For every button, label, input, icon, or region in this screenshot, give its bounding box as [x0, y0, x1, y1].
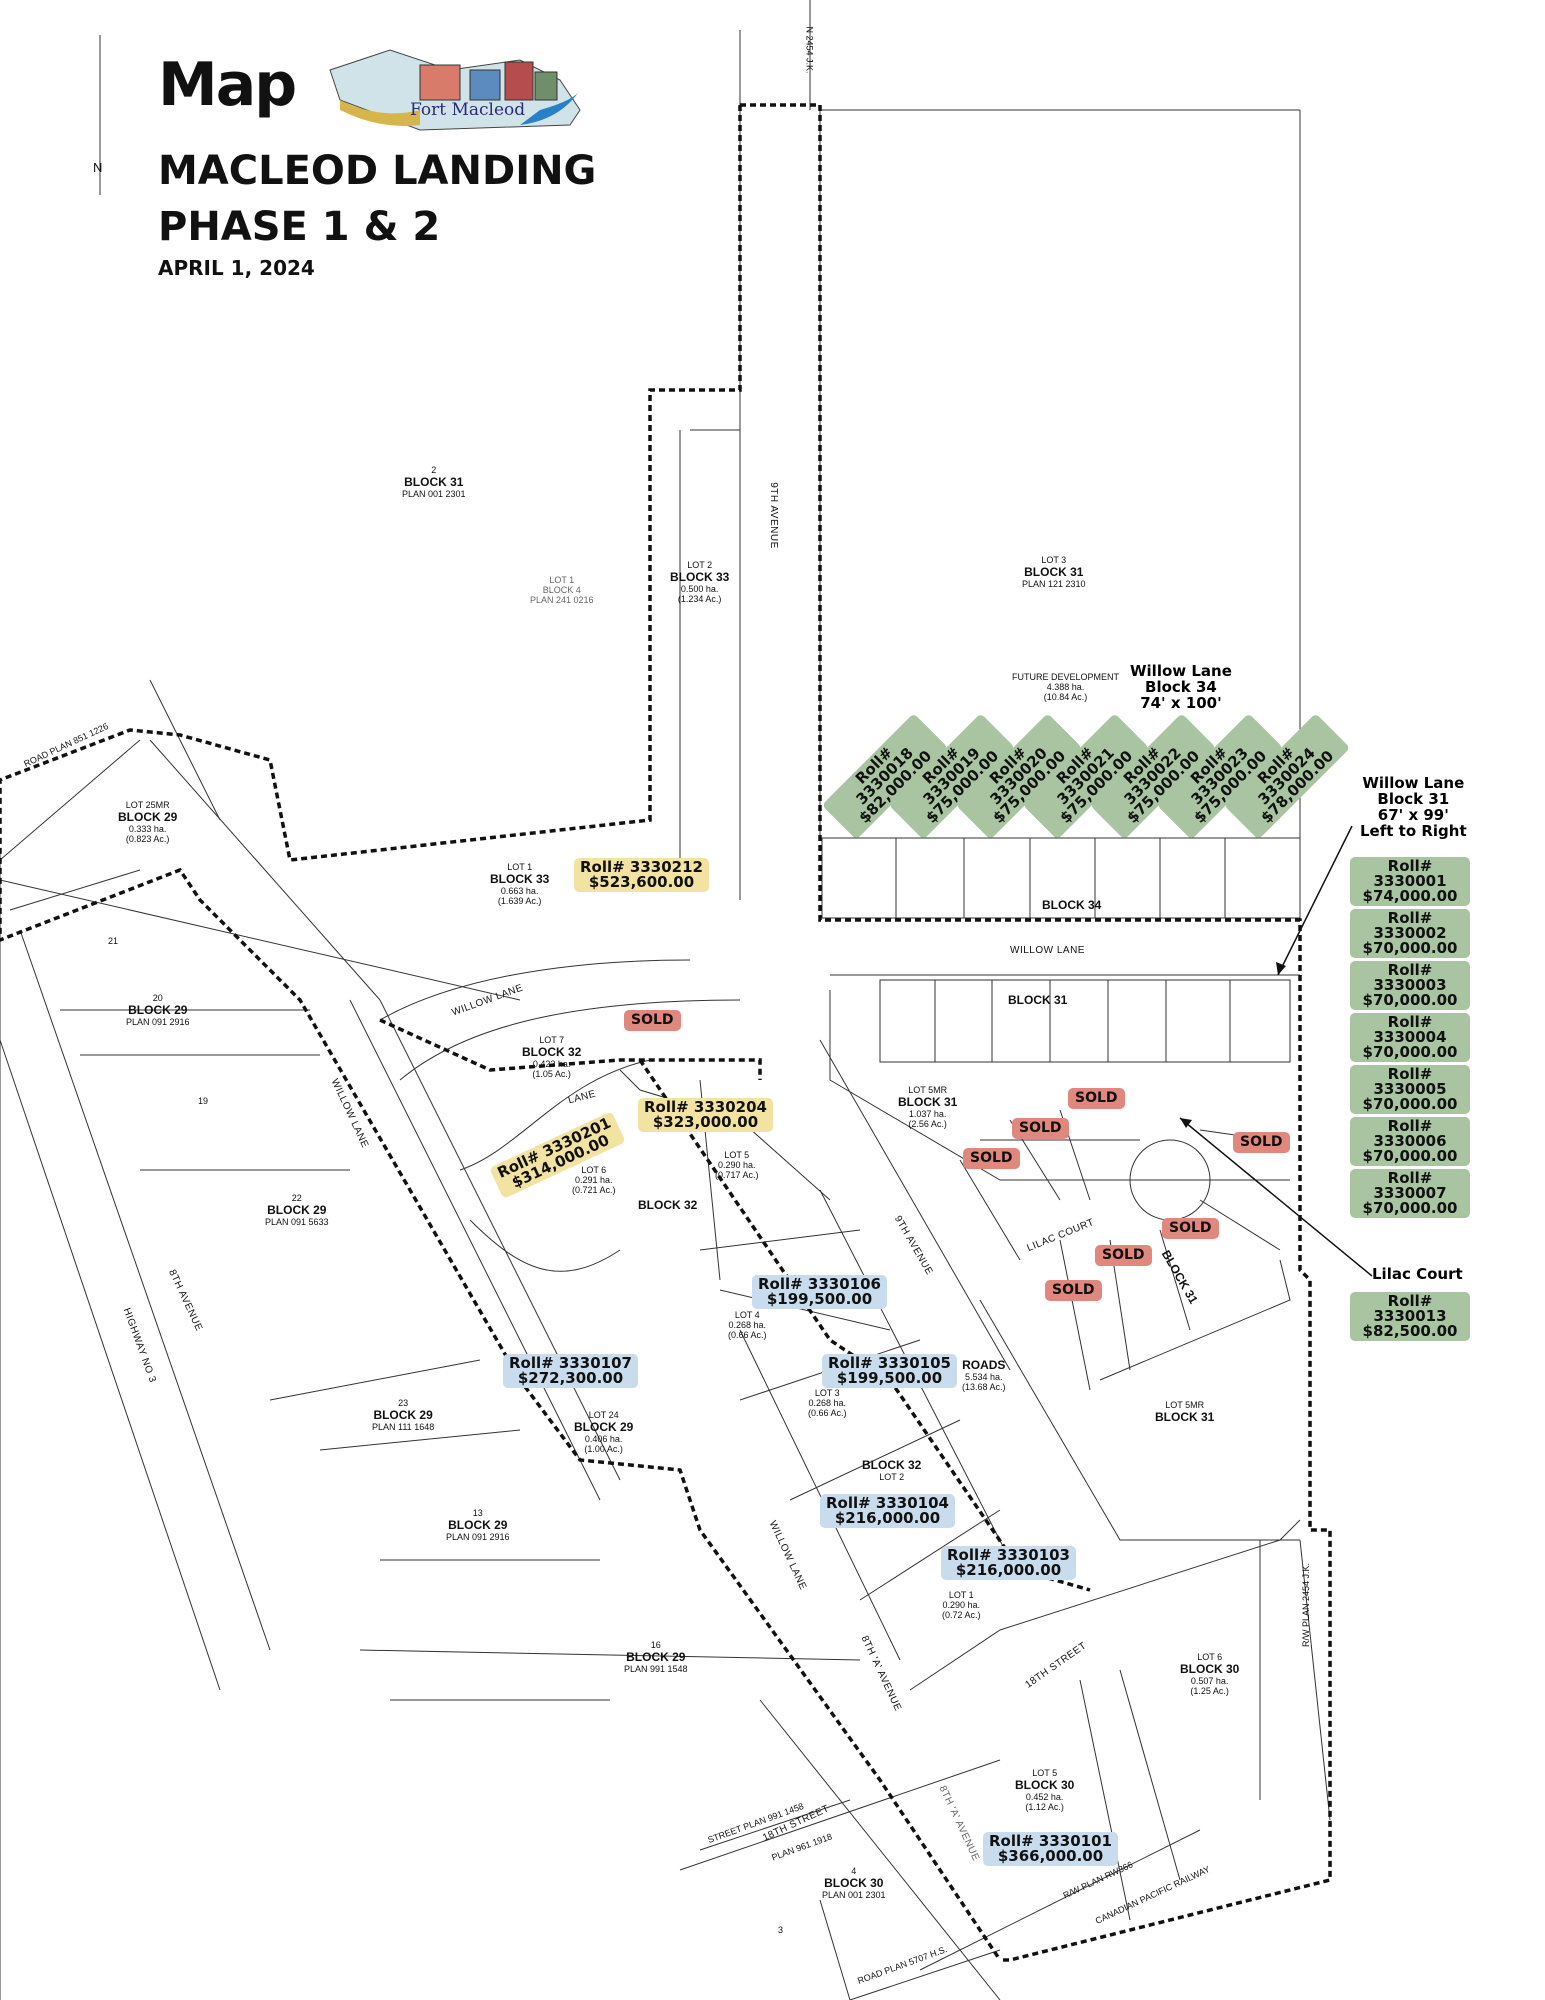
- note-lilac-court: Lilac Court: [1372, 1265, 1463, 1283]
- label-block32-mid: BLOCK 32: [638, 1198, 698, 1212]
- sold-badge: SOLD: [1068, 1088, 1125, 1109]
- note-willow-block34: Willow Lane Block 34 74' x 100': [1130, 662, 1232, 712]
- roll-tag-3330006[interactable]: Roll# 3330006$70,000.00: [1350, 1117, 1470, 1166]
- roll-tag-3330106[interactable]: Roll# 3330106$199,500.00: [752, 1275, 887, 1309]
- logo-text: Fort Macleod: [410, 100, 526, 120]
- roll-tag-3330107[interactable]: Roll# 3330107$272,300.00: [503, 1354, 638, 1388]
- page-date: APRIL 1, 2024: [158, 256, 315, 280]
- fort-macleod-logo: [329, 49, 581, 131]
- roll-tag-3330013[interactable]: Roll# 3330013$82,500.00: [1350, 1292, 1470, 1341]
- roll-tag-3330104[interactable]: Roll# 3330104$216,000.00: [820, 1494, 955, 1528]
- sold-badge: SOLD: [624, 1010, 681, 1031]
- roll-tag-3330105[interactable]: Roll# 3330105$199,500.00: [822, 1354, 957, 1388]
- roll-tag-3330005[interactable]: Roll# 3330005$70,000.00: [1350, 1065, 1470, 1114]
- page-title-line2: PHASE 1 & 2: [158, 204, 441, 250]
- label-19: 19: [198, 1096, 209, 1106]
- roll-tag-3330004[interactable]: Roll# 3330004$70,000.00: [1350, 1013, 1470, 1062]
- sold-badge: SOLD: [963, 1148, 1020, 1169]
- street-rw-plan-2454: R/W PLAN 2454 J.K.: [1301, 1562, 1312, 1648]
- street-willow-lane-east: WILLOW LANE: [1010, 945, 1085, 956]
- sold-badge: SOLD: [1162, 1218, 1219, 1239]
- roll-tag-3330204[interactable]: Roll# 3330204$323,000.00: [638, 1098, 773, 1132]
- roll-tag-3330103[interactable]: Roll# 3330103$216,000.00: [941, 1546, 1076, 1580]
- phase-boundary-east: [740, 103, 1332, 1962]
- roll-tag-3330007[interactable]: Roll# 3330007$70,000.00: [1350, 1169, 1470, 1218]
- north-label: N: [93, 160, 103, 175]
- street-n-2454: N 2454 J.K.: [804, 26, 815, 74]
- label-3: 3: [778, 1925, 784, 1935]
- note-willow-block31: Willow Lane Block 31 67' x 99' Left to R…: [1360, 774, 1467, 840]
- label-block34: BLOCK 34: [1042, 898, 1102, 912]
- label-block31-mid: BLOCK 31: [1008, 993, 1068, 1007]
- sold-badge: SOLD: [1095, 1245, 1152, 1266]
- roll-tag-3330002[interactable]: Roll# 3330002$70,000.00: [1350, 909, 1470, 958]
- label-21: 21: [108, 936, 119, 946]
- sold-badge: SOLD: [1045, 1280, 1102, 1301]
- roll-tag-3330001[interactable]: Roll# 3330001$74,000.00: [1350, 857, 1470, 906]
- sold-badge: SOLD: [1233, 1132, 1290, 1153]
- roll-tag-3330212[interactable]: Roll# 3330212$523,600.00: [574, 858, 709, 892]
- street-9th-avenue-north: 9TH AVENUE: [767, 482, 779, 549]
- roll-tag-3330003[interactable]: Roll# 3330003$70,000.00: [1350, 961, 1470, 1010]
- sold-badge: SOLD: [1012, 1118, 1069, 1139]
- page-title-line1: MACLEOD LANDING: [158, 148, 597, 194]
- header-map-word: Map: [158, 50, 297, 120]
- roll-tag-3330101[interactable]: Roll# 3330101$366,000.00: [983, 1832, 1118, 1866]
